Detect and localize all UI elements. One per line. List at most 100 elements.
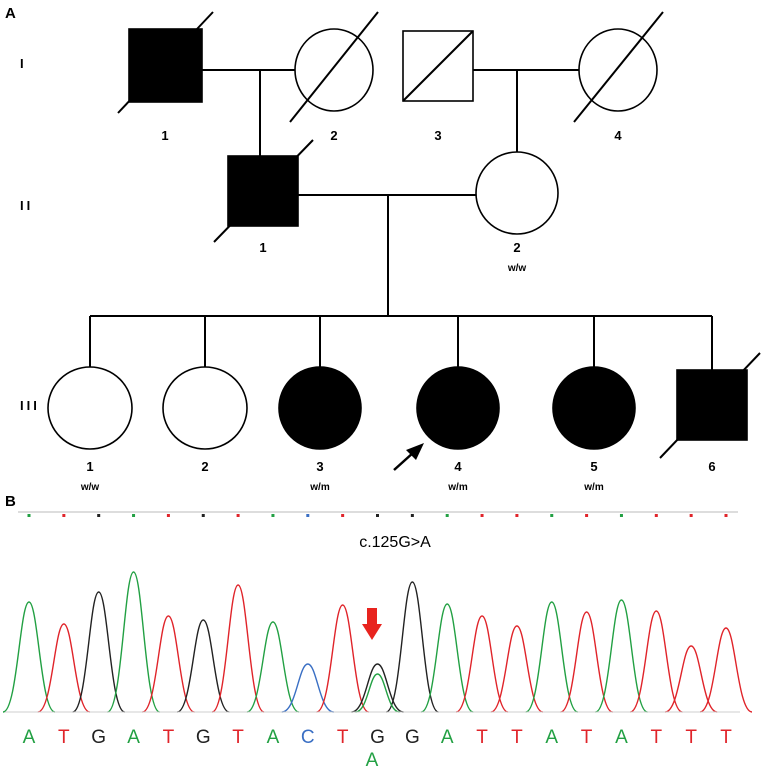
individual-number: 2	[201, 459, 208, 474]
trace-peak-18	[595, 599, 648, 713]
trace-peak-7	[211, 584, 265, 713]
individual-number: 4	[454, 459, 462, 474]
individual-number: 5	[590, 459, 597, 474]
individual-iii-4: 4 w/m	[393, 366, 500, 493]
variant-arrow-icon	[362, 608, 382, 640]
base-call-12: G	[405, 727, 420, 748]
deceased-slash	[402, 30, 474, 102]
female-affected-symbol	[278, 366, 362, 450]
genotype-label: w/m	[447, 482, 468, 493]
base-call-1: A	[23, 727, 36, 748]
individual-number: 3	[434, 128, 441, 143]
genotype-label: w/w	[507, 263, 527, 274]
individual-number: 6	[708, 459, 715, 474]
header-tick-15	[515, 514, 519, 517]
trace-peak-16	[525, 601, 579, 713]
alt-base-call: A	[366, 750, 379, 771]
individual-iii-5: 5 w/m	[552, 366, 636, 493]
header-tick-13	[445, 514, 449, 517]
individual-iii-6: 6	[659, 352, 761, 474]
genotype-label: w/m	[583, 482, 604, 493]
base-call-19: T	[650, 727, 662, 748]
base-call-5: T	[163, 727, 175, 748]
base-call-10: T	[337, 727, 349, 748]
individual-number: 2	[513, 240, 520, 255]
individual-number: 4	[614, 128, 622, 143]
base-call-17: T	[581, 727, 593, 748]
trace-peak-9	[281, 663, 335, 713]
generation-label-3: III	[20, 398, 40, 413]
trace-peak-21	[699, 627, 753, 713]
base-call-18: A	[615, 727, 628, 748]
mutation-label: c.125G>A	[359, 534, 431, 551]
header-tick-1	[27, 514, 31, 517]
header-tick-12	[410, 514, 414, 517]
header-tick-2	[62, 514, 66, 517]
generation-label-1: I	[20, 56, 27, 71]
trace-peak-15	[490, 625, 544, 713]
individual-i-2: 2	[289, 11, 379, 143]
base-call-13: A	[441, 727, 454, 748]
trace-peak-10	[316, 604, 369, 713]
base-call-9: C	[301, 727, 315, 748]
base-call-15: T	[511, 727, 523, 748]
trace-peak-2	[37, 623, 91, 713]
trace-peak-20	[664, 645, 718, 713]
individual-iii-1: 1 w/w	[47, 366, 133, 493]
genotype-label: w/m	[309, 482, 330, 493]
panel-label-a: A	[5, 5, 16, 22]
trace-peak-14	[455, 615, 509, 713]
trace-peak-6	[176, 619, 230, 713]
base-call-8: A	[267, 727, 280, 748]
header-tick-17	[585, 514, 589, 517]
trace-peak-5	[142, 615, 195, 713]
individual-i-3: 3	[402, 30, 474, 143]
chromatogram-header-strip	[18, 511, 738, 517]
trace-peak-8	[246, 621, 300, 713]
base-call-4: A	[127, 727, 140, 748]
individual-number: 3	[316, 459, 323, 474]
trace-peak-1	[2, 601, 56, 713]
trace-peak-12	[385, 581, 439, 713]
individual-number: 1	[161, 128, 168, 143]
pedigree-lines	[89, 69, 713, 370]
header-tick-marks	[27, 514, 728, 517]
female-affected-symbol	[416, 366, 500, 450]
header-tick-4	[132, 514, 136, 517]
deceased-slash	[117, 11, 214, 114]
deceased-slash	[659, 352, 761, 459]
female-unaffected-symbol	[475, 151, 559, 235]
panel-label-b: B	[5, 493, 16, 510]
header-tick-18	[619, 514, 623, 517]
header-tick-20	[689, 514, 693, 517]
deceased-slash	[289, 11, 379, 123]
trace-peak-variant-alt	[355, 673, 400, 713]
base-call-20: T	[685, 727, 697, 748]
individual-number: 1	[259, 240, 266, 255]
male-affected-symbol	[128, 28, 203, 103]
individual-iii-3: 3 w/m	[278, 366, 362, 493]
base-call-11: G	[370, 727, 385, 748]
header-tick-10	[341, 514, 345, 517]
genotype-label: w/w	[80, 482, 100, 493]
chromatogram-traces	[2, 571, 753, 713]
base-call-16: A	[545, 727, 558, 748]
individual-ii-2: 2 w/w	[475, 151, 559, 274]
trace-peak-4	[106, 571, 161, 713]
proband-arrow-icon	[393, 443, 424, 471]
header-tick-11	[376, 514, 379, 517]
header-tick-9	[306, 514, 310, 517]
base-call-7: T	[232, 727, 244, 748]
header-tick-6	[201, 514, 205, 517]
female-unaffected-symbol	[294, 28, 374, 112]
trace-peak-3	[72, 591, 126, 713]
base-call-14: T	[476, 727, 488, 748]
header-tick-3	[97, 514, 101, 517]
base-call-2: T	[58, 727, 70, 748]
deceased-slash	[213, 139, 314, 243]
header-tick-19	[654, 514, 658, 517]
female-affected-symbol	[552, 366, 636, 450]
header-tick-8	[271, 514, 275, 517]
